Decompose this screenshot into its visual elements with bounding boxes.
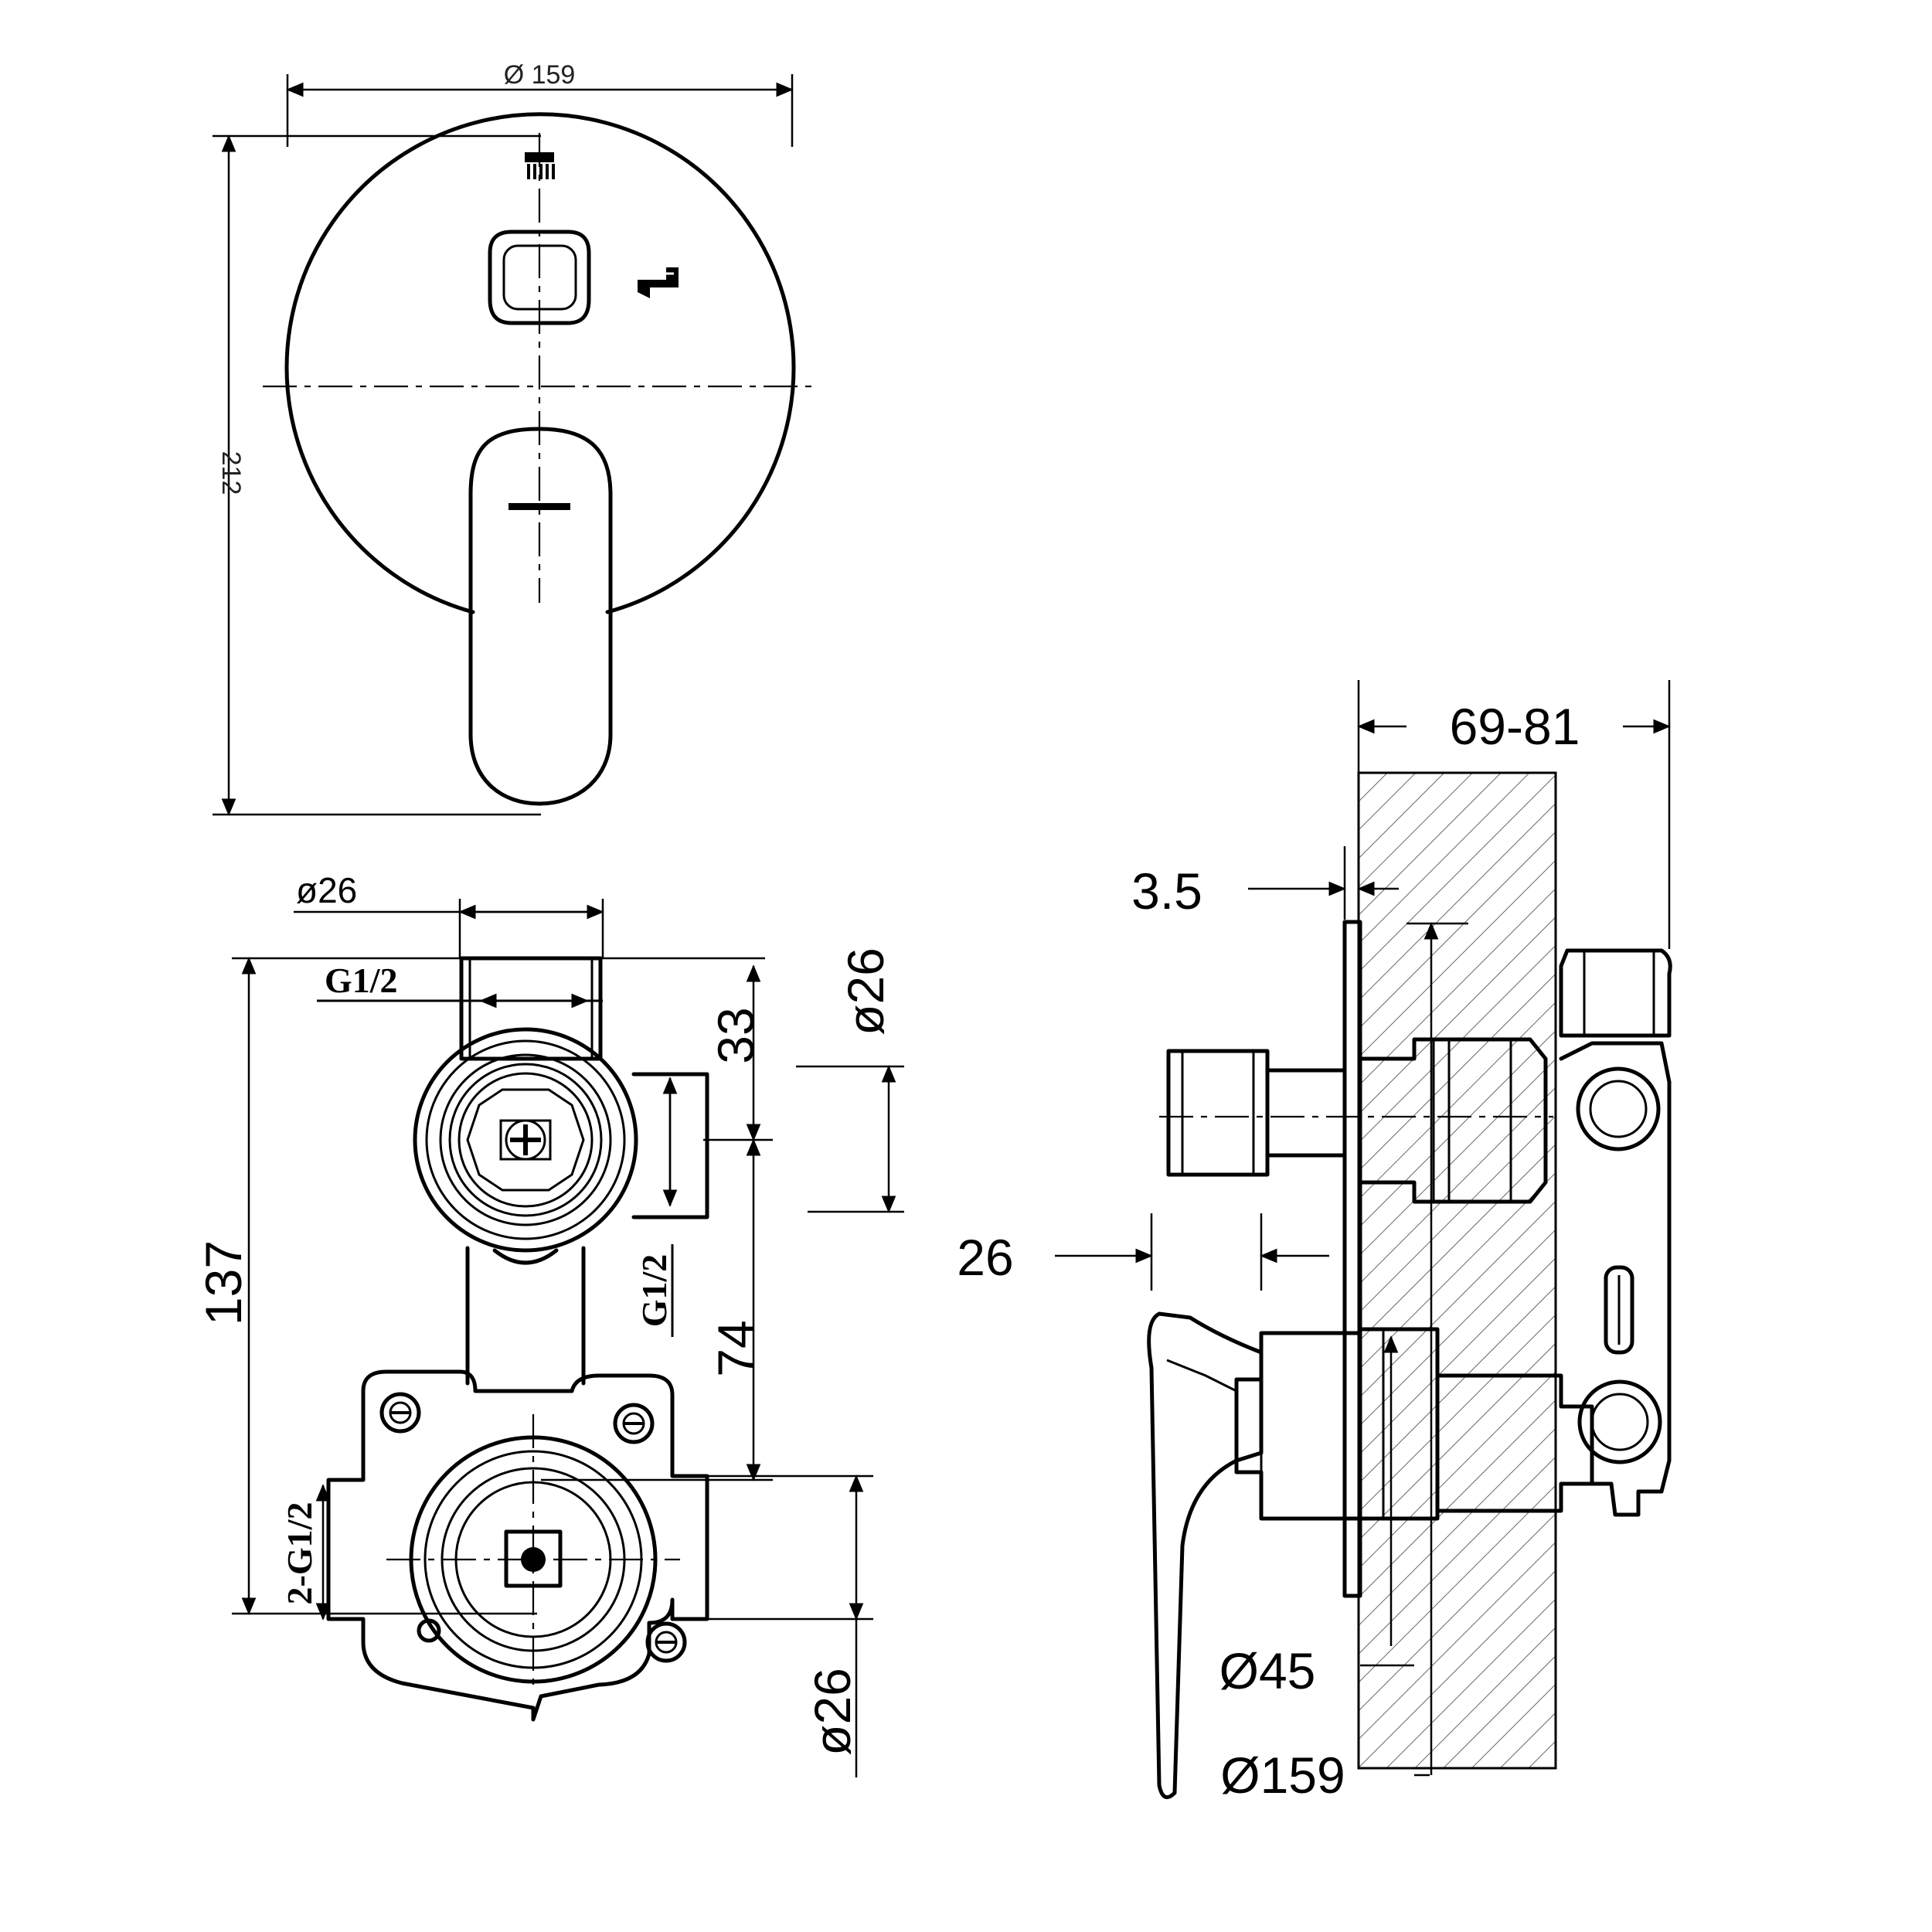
- bath-spout-icon: [638, 267, 679, 298]
- lever-side-profile: [1147, 1311, 1264, 1800]
- brand-logo-mark: [509, 503, 570, 510]
- valve-body-view: ø26 G1/2 137 33 74 ø26 G1/2 ø26: [195, 870, 904, 1777]
- offset-label: 33: [707, 1007, 764, 1063]
- mounting-screw: [613, 1403, 655, 1444]
- center-distance-label: 74: [707, 1320, 764, 1376]
- bottom-diameter-label: ø26: [804, 1668, 861, 1756]
- lever-offset-label: 26: [957, 1229, 1013, 1286]
- side-view: 69-81 3.5 26 Ø159: [957, 680, 1672, 1804]
- cartridge-diameter-label: Ø45: [1219, 1642, 1316, 1699]
- inlet-diameter-label: ø26: [296, 870, 357, 910]
- lever-handle: [468, 427, 613, 806]
- inlets-thread-label: 2-G1/2: [280, 1502, 319, 1605]
- diverter-cartridge: [413, 1027, 638, 1253]
- overall-height-label: 137: [195, 1240, 252, 1325]
- thread-label: G1/2: [325, 961, 398, 1000]
- plate-diameter-label: Ø 159: [504, 60, 576, 90]
- shower-head-icon: [525, 152, 555, 179]
- plate-diameter-side-label: Ø159: [1220, 1747, 1345, 1804]
- plate-thickness-label: 3.5: [1131, 862, 1202, 920]
- front-view: Ø 159 212: [213, 60, 813, 816]
- outlet-diameter-label: ø26: [837, 947, 894, 1036]
- mounting-screw: [379, 1392, 421, 1434]
- mounting-screw: [417, 1618, 441, 1643]
- depth-range-label: 69-81: [1450, 698, 1580, 755]
- mounting-screw: [645, 1621, 687, 1663]
- wall-section: [1359, 773, 1556, 1768]
- diverter-knob: [488, 230, 591, 325]
- mixer-body-outline: [326, 1369, 709, 1722]
- plate-height-label: 212: [216, 451, 246, 495]
- side-thread-label: G1/2: [634, 1254, 674, 1328]
